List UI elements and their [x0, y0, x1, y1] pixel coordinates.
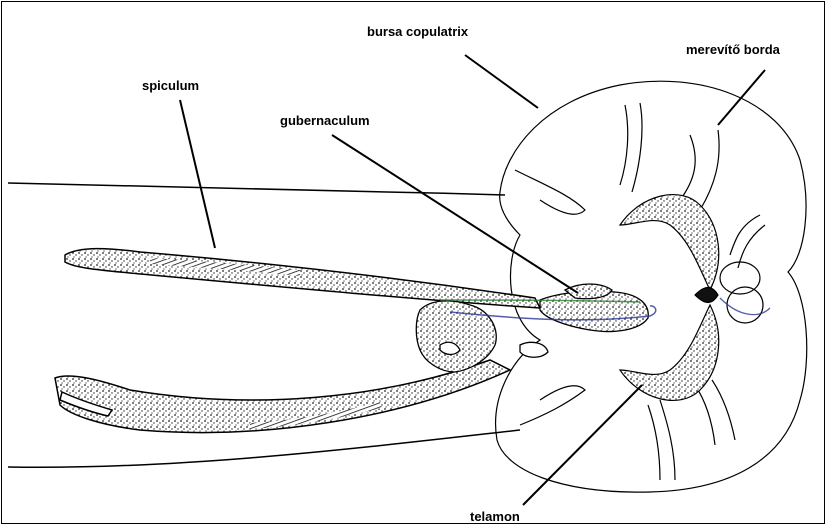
label-merevito-borda: merevítő borda — [686, 43, 780, 56]
label-spiculum: spiculum — [142, 79, 199, 92]
label-gubernaculum: gubernaculum — [280, 114, 370, 127]
spiculum-upper — [65, 249, 540, 308]
label-bursa-copulatrix: bursa copulatrix — [367, 25, 468, 38]
bursa-copulatrix — [496, 81, 807, 492]
spiculum-lower — [55, 360, 510, 433]
leader-spiculum — [180, 100, 215, 248]
leader-gubernaculum — [332, 135, 578, 293]
leader-merevito — [718, 70, 765, 125]
leader-bursa — [465, 55, 538, 108]
leader-telamon — [523, 385, 642, 505]
label-telamon: telamon — [470, 510, 520, 523]
